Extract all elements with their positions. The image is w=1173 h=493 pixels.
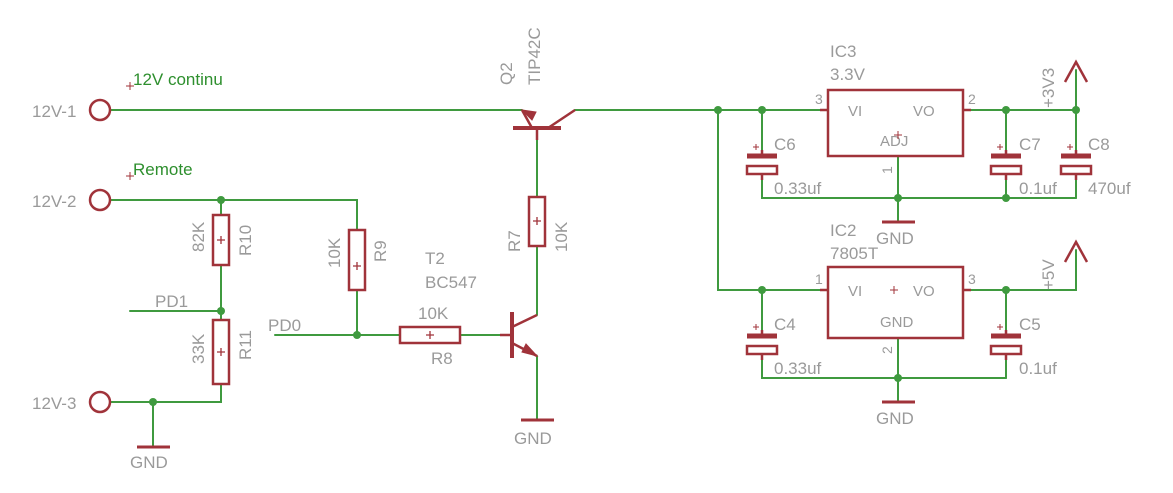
net-label-pd0: PD0 <box>268 316 301 335</box>
c4-value: 0.33uf <box>774 359 822 378</box>
q2-value: TIP42C <box>525 27 544 85</box>
junction-dot <box>1072 106 1080 114</box>
ic3-name: IC3 <box>830 42 856 61</box>
junction-dot <box>1002 106 1010 114</box>
r7-value: 10K <box>552 221 571 252</box>
net-label-continu: 12V continu <box>133 70 223 89</box>
ic3-vi: VI <box>848 103 862 120</box>
regulator-ic2: IC2 7805T VI VO GND 1 3 2 <box>815 221 976 354</box>
supply-5v-label: +5V <box>1039 259 1058 290</box>
supply-3v3: +3V3 <box>1039 59 1089 108</box>
r7-name: R7 <box>505 230 524 252</box>
connector-label: 12V-3 <box>32 394 76 413</box>
resistor-r7: R7 10K <box>505 195 571 252</box>
r9-name: R9 <box>371 240 390 262</box>
ic2-name: IC2 <box>830 221 856 240</box>
connector-j3: 12V-3 <box>32 390 112 414</box>
junction-dot <box>894 194 902 202</box>
t2-value: BC547 <box>425 273 477 292</box>
gnd-label: GND <box>876 229 914 248</box>
capacitor-c7: C7 0.1uf <box>989 135 1057 198</box>
c5-value: 0.1uf <box>1019 359 1057 378</box>
ic3-pin-out: 2 <box>968 91 976 107</box>
ground-symbol-ic2: GND <box>876 400 915 428</box>
r11-name: R11 <box>236 330 255 360</box>
net-label-remote: Remote <box>133 160 193 179</box>
ic2-value: 7805T <box>830 244 878 263</box>
resistor-r9: 10K R9 <box>325 228 390 292</box>
c5-name: C5 <box>1019 315 1041 334</box>
ground-symbol-t2: GND <box>514 418 554 448</box>
connector-j2: 12V-2 <box>32 188 112 212</box>
capacitor-c5: C5 0.1uf <box>989 315 1057 378</box>
r8-name: R8 <box>431 349 453 368</box>
ic2-gnd: GND <box>880 314 914 331</box>
c6-name: C6 <box>774 135 796 154</box>
junction-dot <box>758 106 766 114</box>
connector-j1: 12V-1 <box>32 98 112 122</box>
junction-dot <box>1002 286 1010 294</box>
ground-symbol-left: GND <box>130 445 170 472</box>
ic3-adj: ADJ <box>880 133 908 150</box>
r8-value: 10K <box>418 304 449 323</box>
junction-dot <box>353 331 361 339</box>
transistor-t2: T2 BC547 <box>425 249 539 358</box>
ic2-pin-in: 1 <box>815 271 823 287</box>
junction-dot <box>714 106 722 114</box>
resistor-r8: 10K R8 <box>398 304 462 368</box>
supply-5v: +5V <box>1039 239 1089 290</box>
junction-dot <box>1002 194 1010 202</box>
resistor-r11: 33K R11 <box>189 318 255 386</box>
ic3-pin-adj: 1 <box>879 166 895 174</box>
transistor-q2: Q2 TIP42C <box>497 27 576 140</box>
regulator-ic3: IC3 3.3V VI VO ADJ 3 2 1 <box>815 42 976 174</box>
junction-dot <box>758 286 766 294</box>
connector-label: 12V-1 <box>32 102 76 121</box>
t2-name: T2 <box>425 249 445 268</box>
ic2-pin-gnd: 2 <box>879 346 895 354</box>
gnd-label: GND <box>130 453 168 472</box>
c7-name: C7 <box>1019 135 1041 154</box>
r11-value: 33K <box>189 333 208 364</box>
q2-name: Q2 <box>497 62 516 85</box>
ic2-vo: VO <box>913 283 935 300</box>
capacitor-c8: C8 470uf <box>1059 135 1131 198</box>
resistor-r10: 82K R10 <box>189 213 255 267</box>
ic3-pin-in: 3 <box>815 91 823 107</box>
r10-name: R10 <box>236 225 255 256</box>
c4-name: C4 <box>774 315 796 334</box>
ic2-vi: VI <box>848 283 862 300</box>
ic3-value: 3.3V <box>830 65 866 84</box>
capacitor-c6: C6 0.33uf <box>745 135 822 198</box>
junction-dot <box>149 398 157 406</box>
c7-value: 0.1uf <box>1019 179 1057 198</box>
r9-value: 10K <box>325 237 344 268</box>
supply-3v3-label: +3V3 <box>1039 68 1058 108</box>
junction-dot <box>894 374 902 382</box>
ic3-vo: VO <box>913 103 935 120</box>
gnd-label: GND <box>514 429 552 448</box>
r10-value: 82K <box>189 221 208 252</box>
junctions <box>149 106 1080 406</box>
junction-dot <box>217 307 225 315</box>
ground-symbol-ic3: GND <box>876 220 915 248</box>
ic2-pin-out: 3 <box>968 271 976 287</box>
net-label-pd1: PD1 <box>155 292 188 311</box>
c6-value: 0.33uf <box>774 179 822 198</box>
connector-label: 12V-2 <box>32 192 76 211</box>
c8-name: C8 <box>1088 135 1110 154</box>
junction-dot <box>217 196 225 204</box>
wires <box>109 69 1077 448</box>
gnd-label: GND <box>876 409 914 428</box>
c8-value: 470uf <box>1088 179 1131 198</box>
capacitor-c4: C4 0.33uf <box>745 315 822 378</box>
